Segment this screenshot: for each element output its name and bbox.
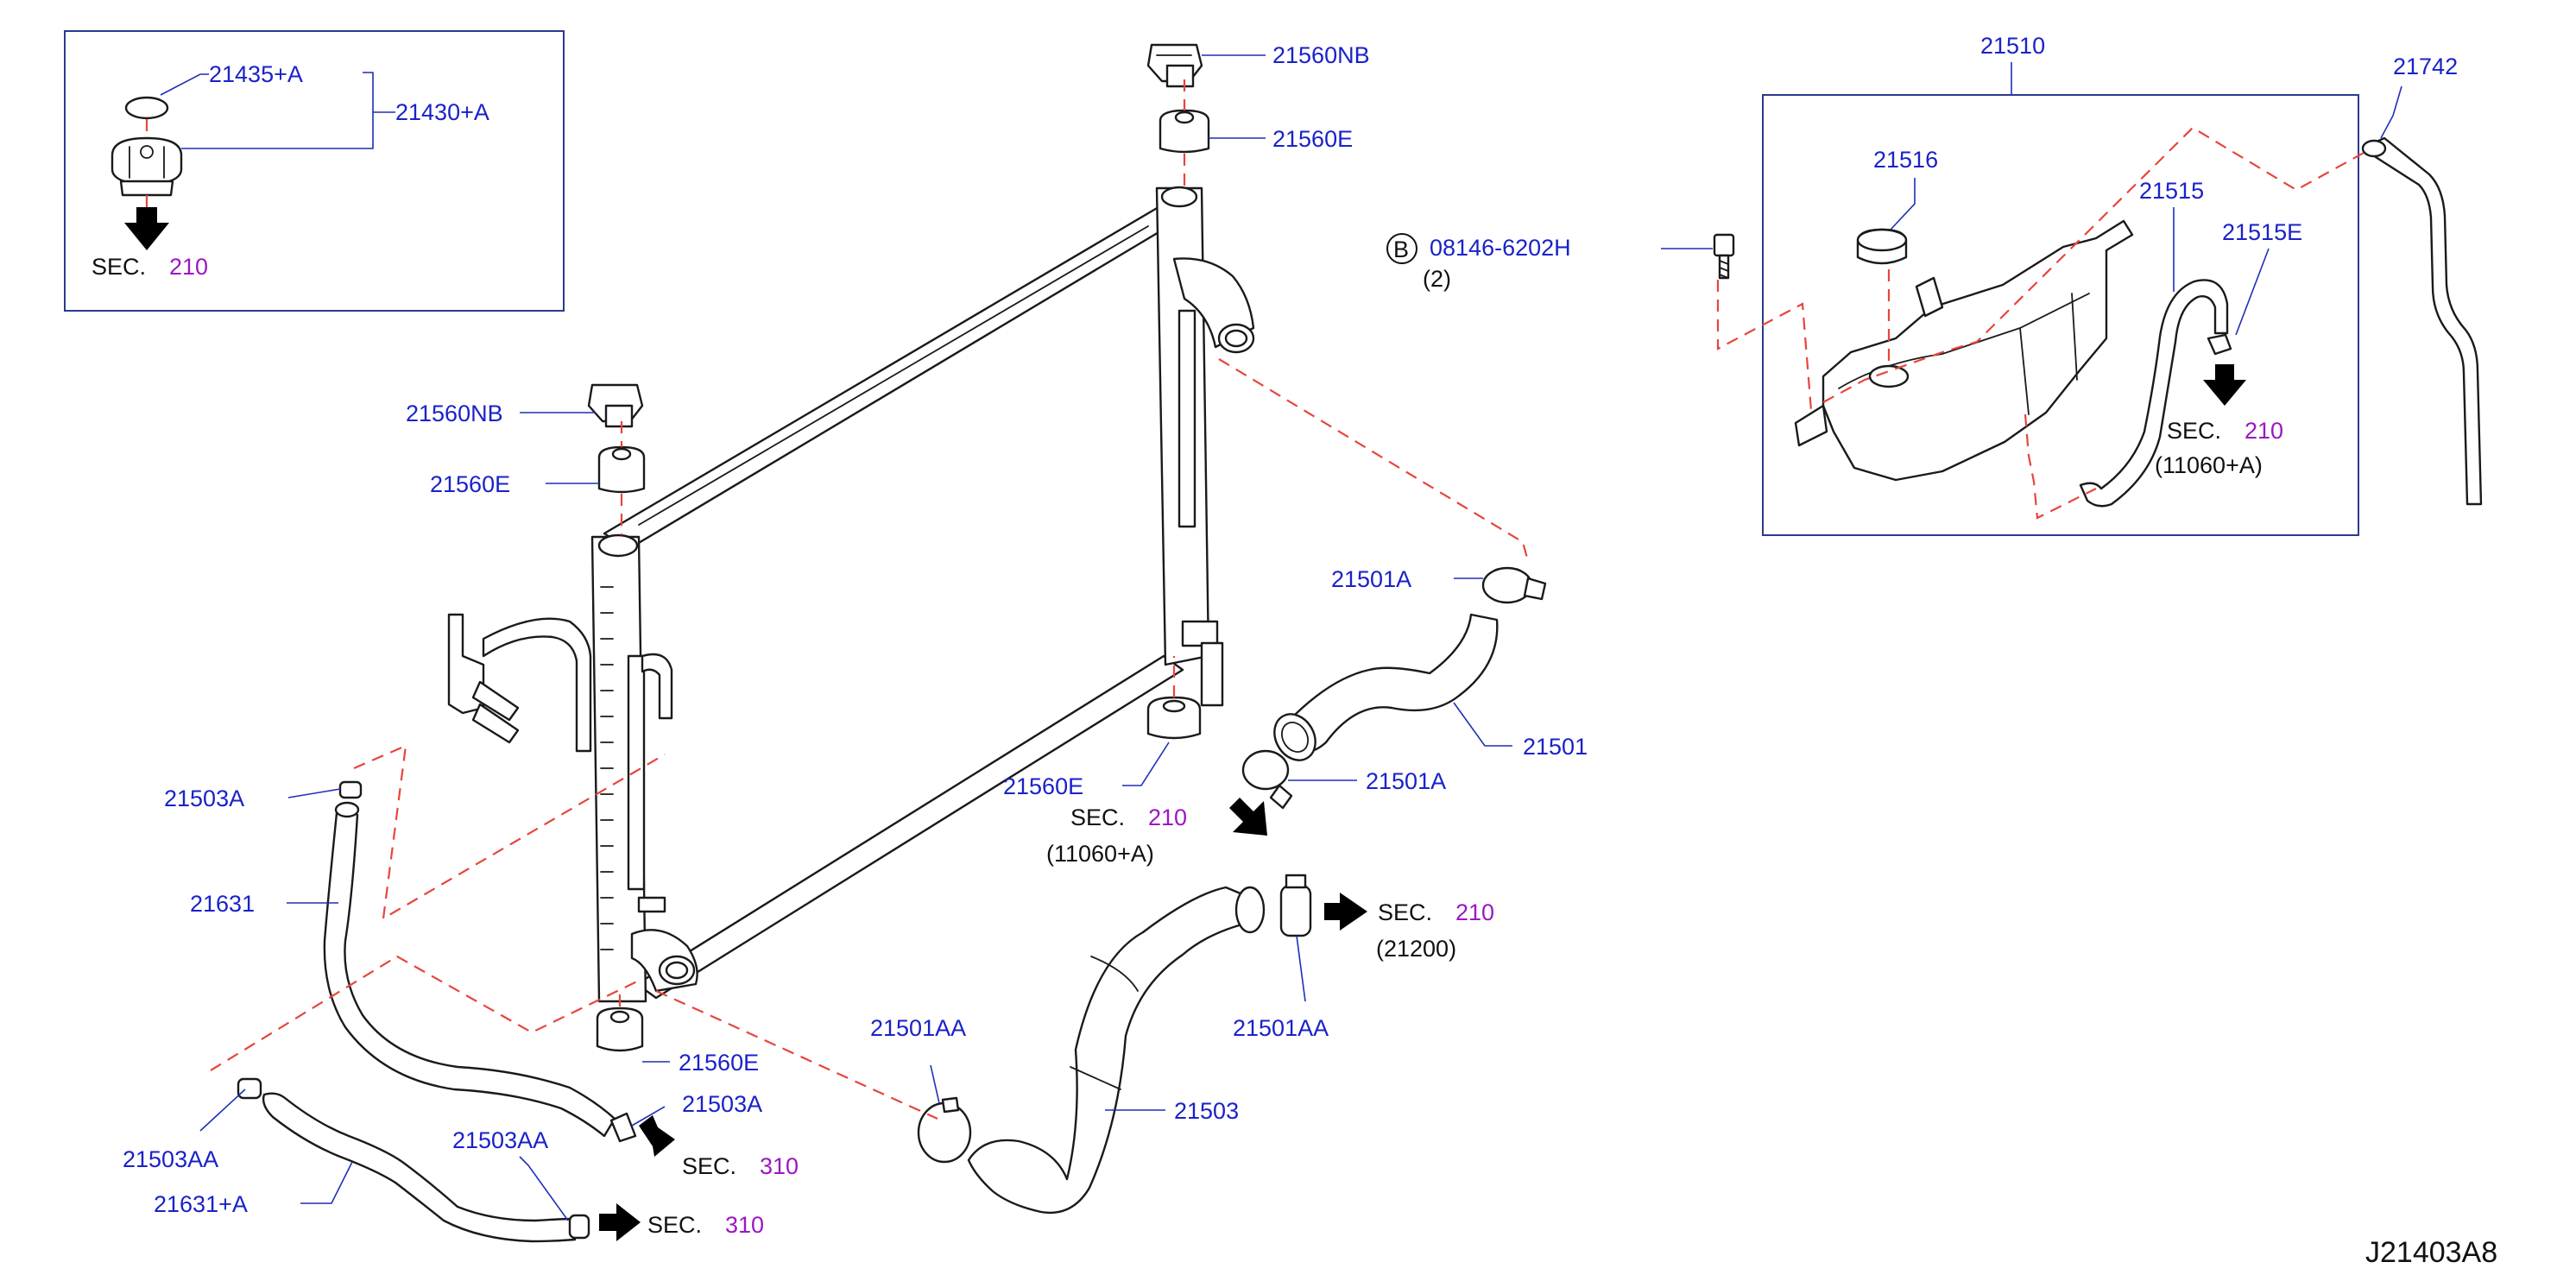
hose-clamp-21501AA-right [1279, 874, 1312, 937]
label-21742: 21742 [2393, 54, 2458, 79]
part-labels: 21560NB 21560E 21560NB 21560E 21501A 215… [123, 33, 2458, 1217]
arrow-icon-sec-upper [1229, 798, 1267, 836]
label-21510: 21510 [1980, 33, 2045, 59]
mount-insulator-21560E-mid [1146, 696, 1202, 740]
label-21560E-top: 21560E [1272, 126, 1353, 152]
bolt-quantity: (2) [1423, 266, 1451, 292]
mount-insulator-21560E-bottom [596, 1006, 644, 1052]
connection-lines [210, 79, 2366, 1120]
arrow-icon-sec-21631 [639, 1115, 675, 1157]
arrow-icon-sec-21631A [599, 1203, 641, 1241]
cap-seal-21435 [124, 96, 169, 120]
mount-insulator-21560E-left [597, 445, 646, 494]
cap-inset: 21435+A 21430+A SEC. 210 [64, 30, 565, 312]
label-21515E: 21515E [2222, 219, 2302, 245]
label-21560E-left: 21560E [430, 471, 510, 497]
reservoir-filler-neck [1868, 364, 1910, 388]
label-21503AA-left: 21503AA [123, 1146, 218, 1172]
hose-21631 [323, 801, 616, 1138]
label-21501AA-left: 21501AA [870, 1015, 966, 1041]
sec-number-21631A: 310 [725, 1212, 764, 1238]
label-21503A-left: 21503A [164, 786, 244, 811]
hose-clamp-21503AA-bottom [568, 1214, 590, 1240]
radiator-bottom-rail [635, 654, 1184, 1000]
hose-clamp-21503A-left [338, 780, 363, 799]
label-21560E-mid: 21560E [1003, 773, 1083, 799]
label-21430A: 21430+A [395, 99, 489, 125]
hose-clamp-21503AA-left [237, 1077, 262, 1100]
hose-clamp-21503A-bottom [609, 1112, 637, 1143]
reservoir-tank-21510 [1794, 219, 2134, 482]
lower-hose-21503 [967, 886, 1266, 1215]
radiator-core [447, 186, 1255, 1003]
sub-21200: (21200) [1376, 936, 1456, 962]
down-arrow-icon [124, 207, 169, 250]
sub-11060A-mid: (11060+A) [1046, 841, 1154, 867]
overflow-hose-21515 [2079, 279, 2229, 508]
label-21503A-bottom: 21503A [682, 1091, 762, 1117]
reservoir-frame [1762, 94, 2359, 536]
label-21435A: 21435+A [209, 61, 303, 87]
sub-11060A-tank: (11060+A) [2155, 452, 2263, 478]
section-references: SEC. 210 (11060+A) SEC. 210 (21200) SEC.… [647, 418, 2283, 1238]
label-21515: 21515 [2139, 178, 2204, 204]
sec-label-21631: SEC. [682, 1153, 736, 1179]
sec-label-tank: SEC. [2167, 418, 2221, 444]
sec-label-cap: SEC. [92, 254, 146, 280]
label-08146-6202H: 08146-6202H [1430, 235, 1571, 261]
sec-number-upper: 210 [1148, 805, 1187, 830]
radiator-cap-21430 [110, 136, 183, 197]
label-21501: 21501 [1523, 734, 1588, 760]
reservoir-inset [1762, 94, 2359, 536]
sec-label-21631A: SEC. [647, 1212, 702, 1238]
hose-clamp-21515E [2207, 333, 2232, 356]
label-21501AA-right: 21501AA [1233, 1015, 1329, 1041]
label-21516: 21516 [1873, 147, 1938, 173]
label-21501A-lower: 21501A [1366, 768, 1446, 794]
bolt-08146-6202H [1713, 233, 1735, 280]
reservoir-cap-21516 [1856, 228, 1908, 265]
label-21560NB-left: 21560NB [406, 401, 503, 426]
radiator-top-rail [603, 205, 1179, 551]
mount-bracket-21560NB-top [1146, 43, 1203, 88]
mount-insulator-21560E-top [1159, 109, 1210, 154]
bolt-marker: B (2) [1386, 233, 1451, 292]
hose-21631A [262, 1092, 577, 1243]
arrow-icon-sec-lower [1324, 893, 1367, 931]
hose-21742 [2361, 136, 2483, 506]
label-21631: 21631 [190, 891, 255, 917]
bolt-marker-letter: B [1393, 237, 1409, 262]
label-21631A: 21631+A [154, 1191, 248, 1217]
leader-lines [199, 54, 2402, 1221]
transmission-cooler-pipes [447, 613, 592, 753]
sec-number-cap: 210 [169, 254, 208, 280]
upper-hose-21501 [1273, 613, 1499, 761]
down-arrow-icon [2203, 364, 2246, 406]
label-21560NB-top: 21560NB [1272, 42, 1370, 68]
sec-number-21631: 310 [760, 1153, 799, 1179]
cap-inset-frame [64, 30, 565, 312]
sec-number-lower: 210 [1455, 899, 1494, 925]
diagram-code: J21403A8 [2365, 1236, 2497, 1269]
sec-label-lower: SEC. [1378, 899, 1432, 925]
sec-number-tank: 210 [2245, 418, 2283, 444]
label-21501A-upper: 21501A [1331, 566, 1411, 592]
label-21560E-bottom: 21560E [679, 1050, 759, 1076]
hose-clamp-21501A-upper [1481, 566, 1547, 604]
label-21503: 21503 [1174, 1098, 1239, 1124]
hose-clamp-21501A-lower [1241, 749, 1293, 810]
hose-clamp-21501AA-left [917, 1096, 972, 1164]
mount-bracket-21560NB-left [587, 383, 644, 428]
sec-label-upper: SEC. [1070, 805, 1125, 830]
label-21503AA-bottom: 21503AA [452, 1127, 548, 1153]
